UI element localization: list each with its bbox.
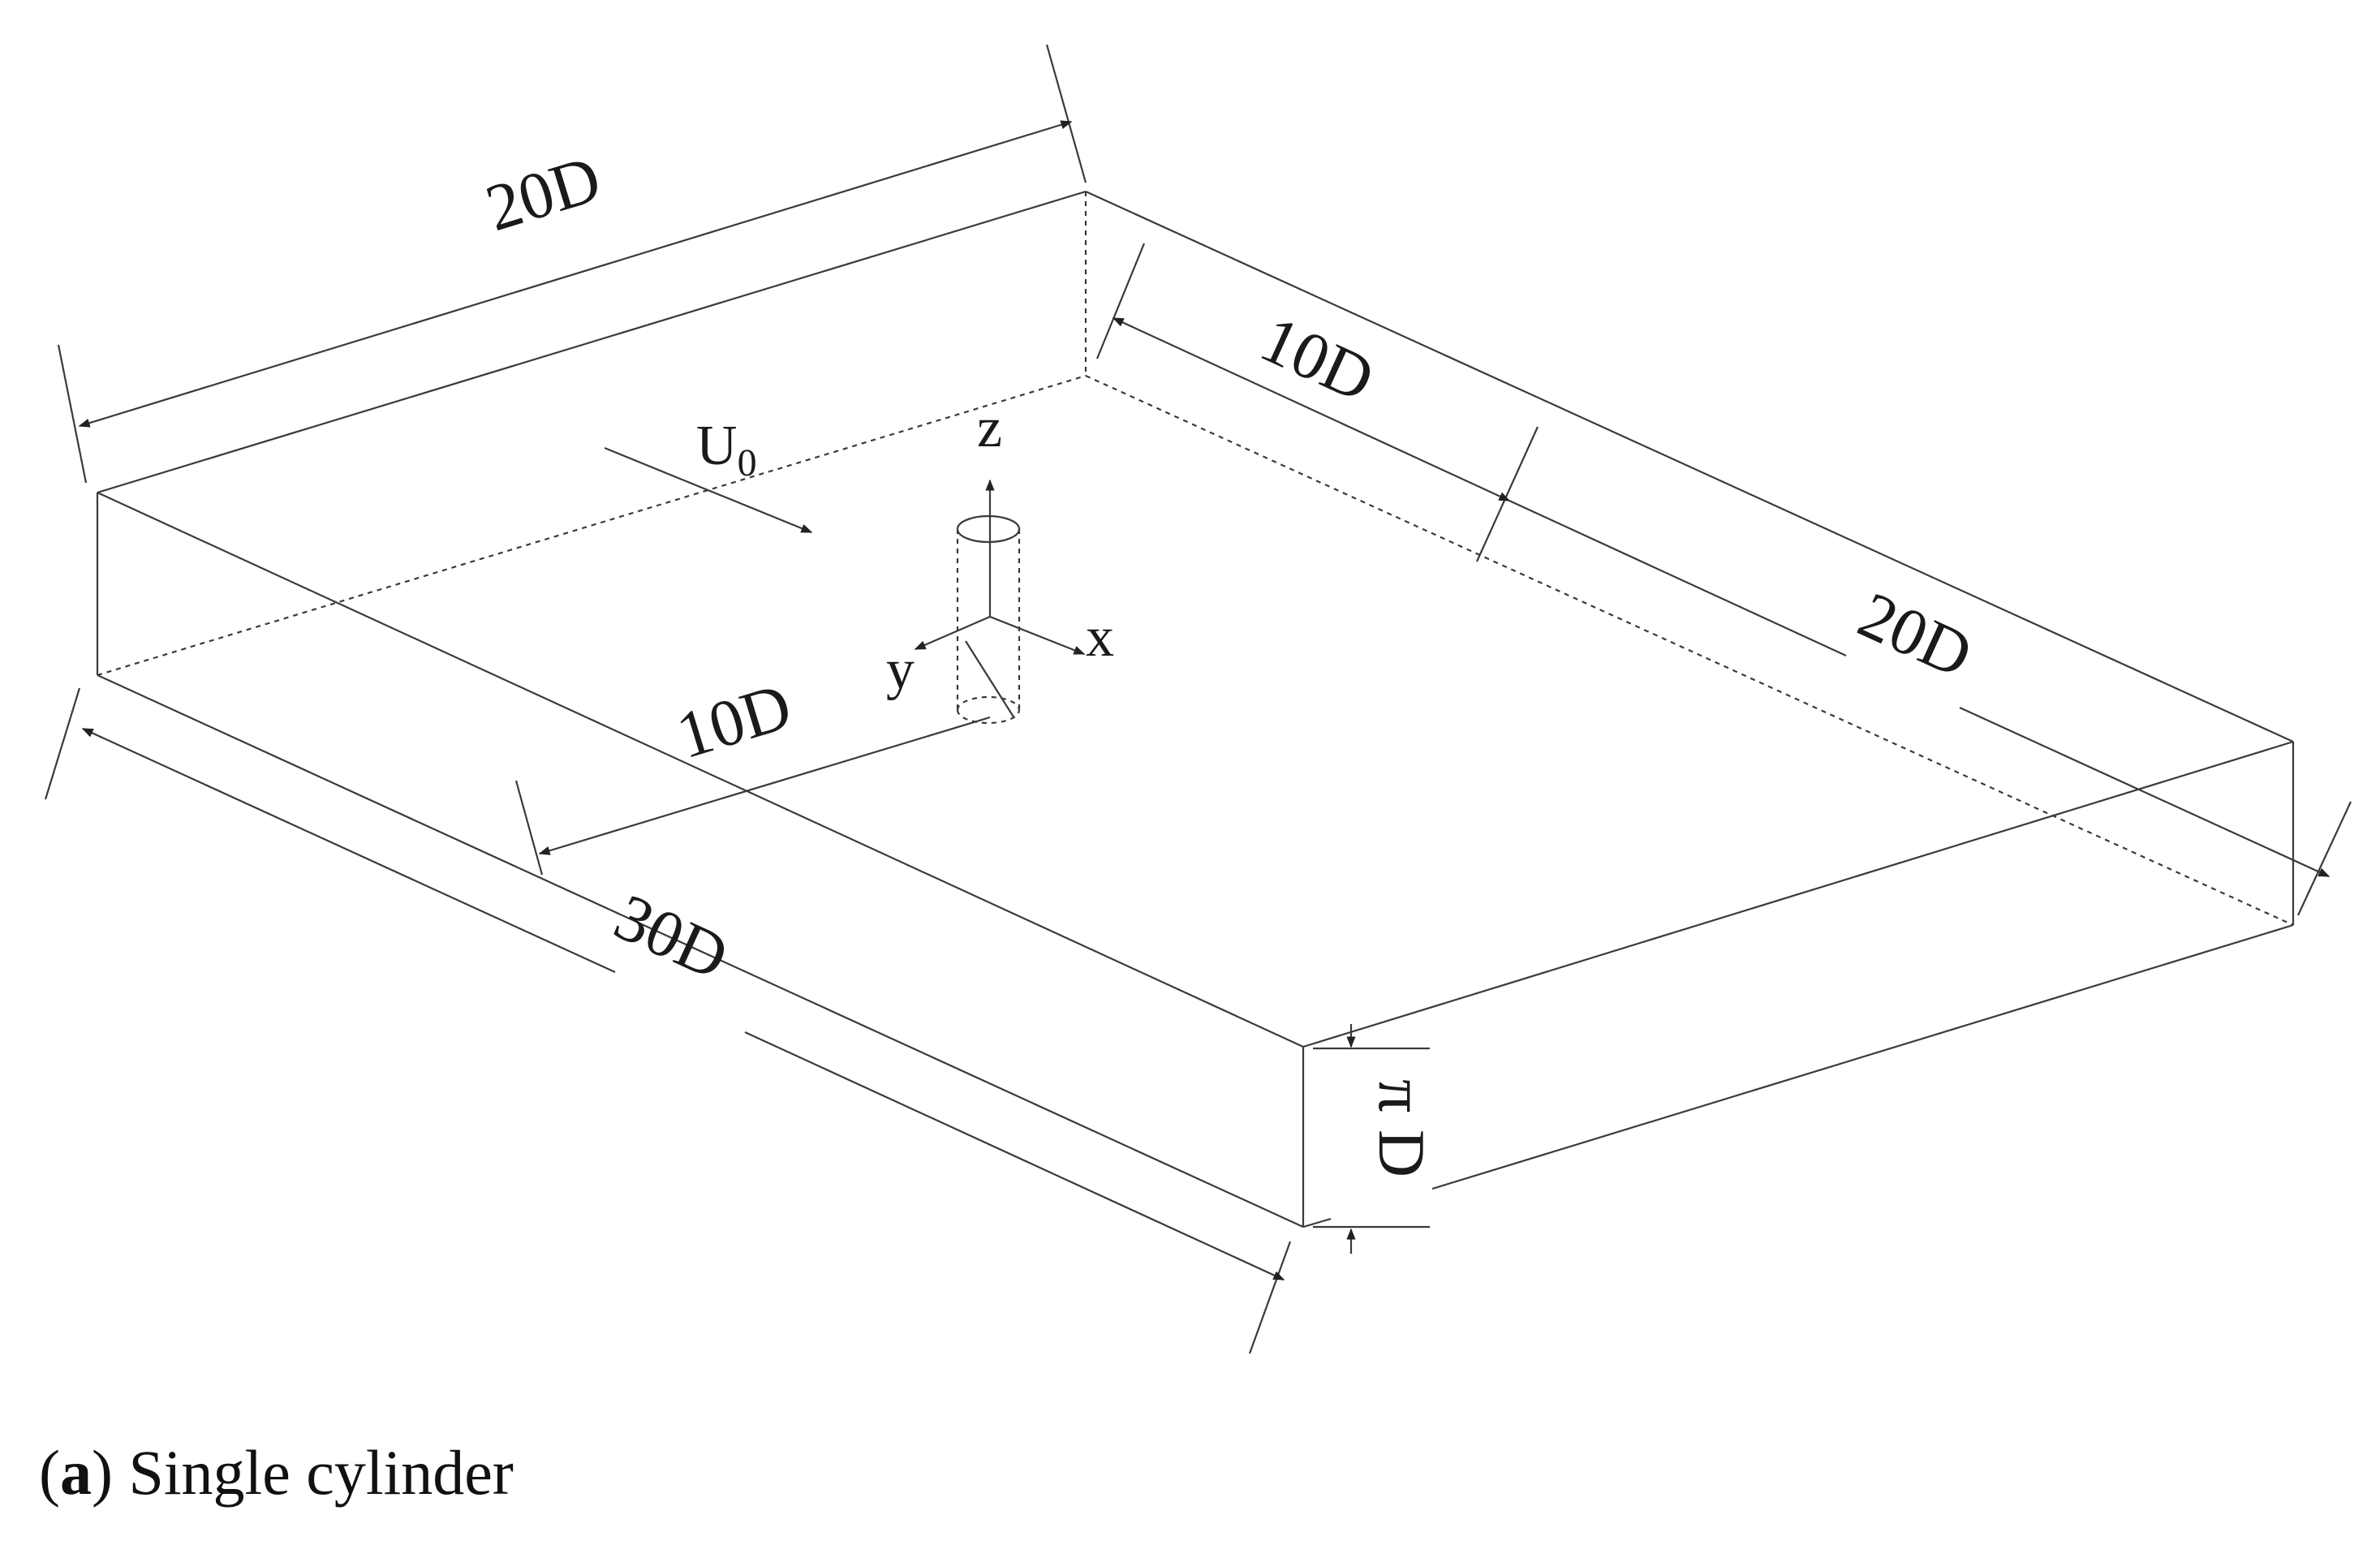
box-hidden-edges (97, 192, 2294, 927)
label-axis-z: z (977, 397, 1002, 459)
caption-open: ( (39, 1437, 60, 1508)
label-lateral-total: 30D (605, 880, 739, 994)
label-velocity-main: U (696, 415, 738, 477)
caption-letter: a (59, 1437, 92, 1508)
label-axis-x: x (1086, 606, 1114, 669)
label-velocity: U0 (696, 415, 757, 484)
dimension-top-width: 20D (57, 44, 1087, 484)
label-top-width: 20D (478, 141, 609, 245)
dimension-height: π D (1313, 1024, 1439, 1254)
dimension-lateral-total: 30D (44, 687, 1292, 1354)
label-lateral-half: 10D (669, 669, 800, 773)
dimension-streamwise: 10D 20D (1095, 243, 2352, 916)
label-velocity-sub: 0 (738, 441, 757, 484)
figure-caption: (a) Single cylinder (39, 1436, 514, 1509)
caption-text: Single cylinder (112, 1437, 514, 1508)
coordinate-axes: z x y (886, 397, 1114, 719)
label-axis-y: y (886, 639, 915, 701)
label-downstream: 20D (1848, 578, 1983, 692)
label-height: π D (1365, 1079, 1439, 1177)
cylinder (956, 514, 1021, 725)
caption-close: ) (91, 1437, 113, 1508)
dimension-lateral-half: 10D (514, 669, 991, 876)
inflow-velocity: U0 (604, 415, 813, 534)
